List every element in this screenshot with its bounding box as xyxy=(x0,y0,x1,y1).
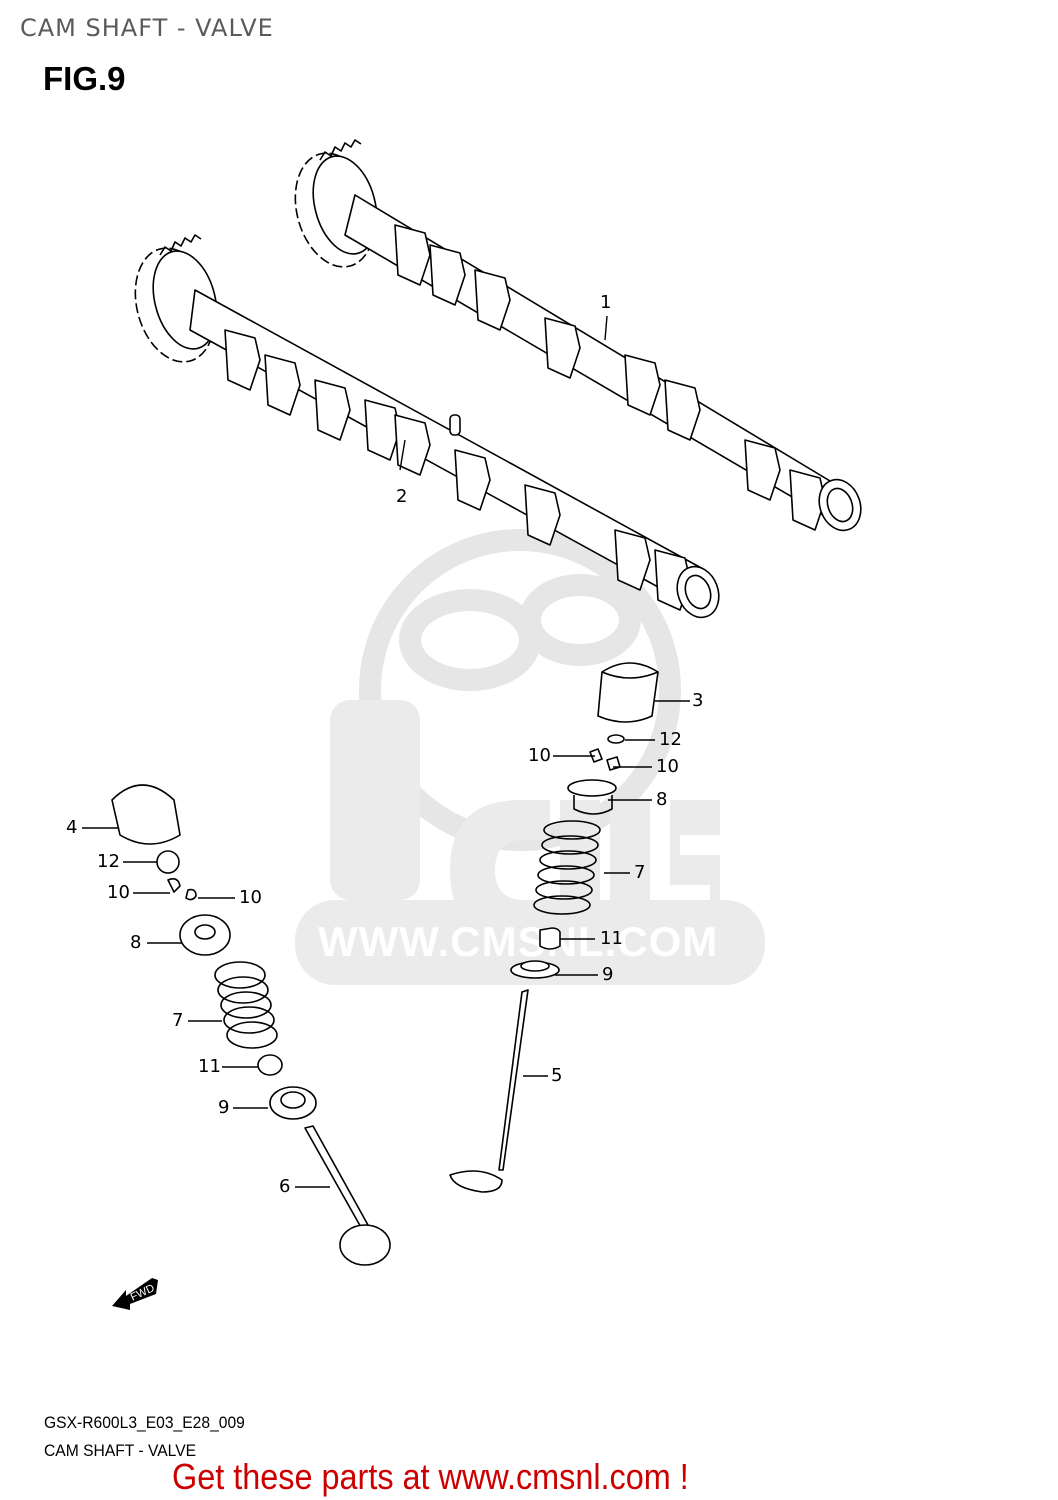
callout-9-right[interactable]: 9 xyxy=(602,964,614,985)
callout-7-right[interactable]: 7 xyxy=(634,862,646,883)
callout-2[interactable]: 2 xyxy=(396,486,408,507)
right-valve-stack-drawing xyxy=(449,662,659,1193)
callout-10-left-a[interactable]: 10 xyxy=(107,882,130,903)
callout-7-left[interactable]: 7 xyxy=(172,1010,184,1031)
watermark-url: WWW.CMSNL.COM xyxy=(318,918,719,965)
callout-11-right[interactable]: 11 xyxy=(600,928,623,949)
callout-1[interactable]: 1 xyxy=(600,292,612,313)
forward-direction-arrow-icon: FWD xyxy=(112,1278,158,1310)
callout-11-left[interactable]: 11 xyxy=(198,1056,221,1077)
camshaft-1-drawing xyxy=(294,139,862,532)
callout-10-left-b[interactable]: 10 xyxy=(239,887,262,908)
callout-8-right[interactable]: 8 xyxy=(656,789,668,810)
callout-12-right[interactable]: 12 xyxy=(659,729,682,750)
figure-number: FIG.9 xyxy=(43,60,126,97)
callout-10-right-b[interactable]: 10 xyxy=(656,756,679,777)
get-parts-link[interactable]: Get these parts at www.cmsnl.com ! xyxy=(172,1456,689,1497)
page-title: CAM SHAFT - VALVE xyxy=(20,14,274,42)
diagram-code: GSX-R600L3_E03_E28_009 xyxy=(44,1413,245,1432)
callout-9-left[interactable]: 9 xyxy=(218,1097,230,1118)
left-valve-stack-drawing xyxy=(111,784,391,1266)
camshaft-2-drawing xyxy=(134,234,720,619)
callout-4[interactable]: 4 xyxy=(66,817,78,838)
callout-8-left[interactable]: 8 xyxy=(130,932,142,953)
callout-3[interactable]: 3 xyxy=(692,690,704,711)
callout-5[interactable]: 5 xyxy=(551,1065,563,1086)
callout-12-left[interactable]: 12 xyxy=(97,851,120,872)
footer-title: CAM SHAFT - VALVE xyxy=(44,1441,197,1460)
callout-10-right-a[interactable]: 10 xyxy=(528,745,551,766)
callout-6[interactable]: 6 xyxy=(279,1176,291,1197)
fwd-label: FWD xyxy=(129,1282,157,1303)
